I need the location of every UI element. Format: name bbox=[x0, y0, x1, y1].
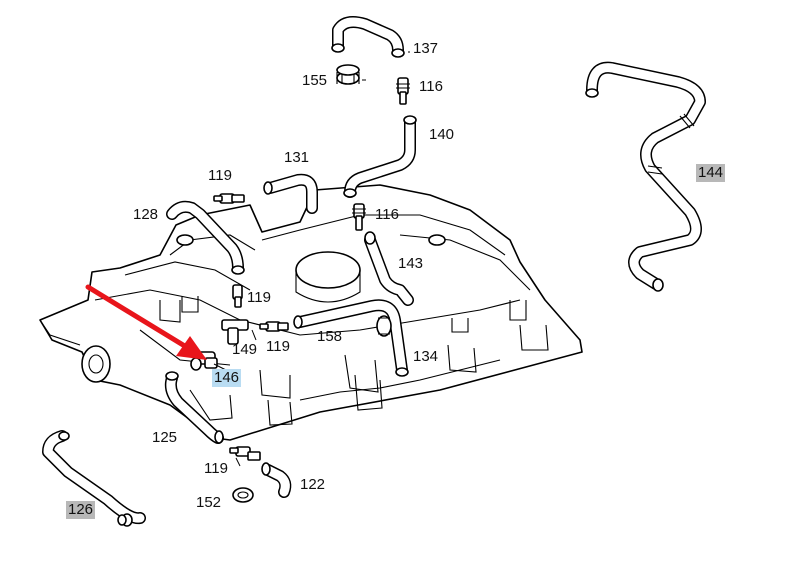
elbow-122 bbox=[261, 462, 292, 498]
hose-128 bbox=[166, 200, 245, 275]
tee-149 bbox=[221, 319, 249, 345]
label-128: 128 bbox=[133, 206, 159, 223]
label-126: 126 bbox=[66, 501, 96, 519]
label-116-top: 116 bbox=[419, 78, 443, 95]
label-116-mid: 116 bbox=[375, 206, 399, 223]
connector-119-mid bbox=[232, 284, 243, 308]
label-119-bottom: 119 bbox=[204, 460, 228, 477]
hose-144 bbox=[585, 61, 706, 292]
label-146: 146 bbox=[212, 369, 242, 387]
label-155: 155 bbox=[302, 72, 328, 89]
clamp-155 bbox=[336, 64, 360, 85]
label-140: 140 bbox=[429, 126, 455, 143]
clamp-152 bbox=[232, 487, 254, 503]
connector-116-top bbox=[396, 77, 410, 105]
label-125: 125 bbox=[152, 429, 178, 446]
label-152: 152 bbox=[196, 494, 222, 511]
label-119-right: 119 bbox=[266, 338, 290, 355]
hose-125 bbox=[164, 371, 224, 444]
connector-119-right bbox=[259, 321, 289, 332]
hose-134 bbox=[293, 299, 409, 377]
hose-143 bbox=[364, 231, 414, 306]
label-131: 131 bbox=[284, 149, 310, 166]
connector-119-bottom bbox=[229, 446, 261, 461]
label-143: 143 bbox=[398, 255, 424, 272]
label-149: 149 bbox=[232, 341, 258, 358]
label-144: 144 bbox=[696, 164, 726, 182]
hose-137 bbox=[331, 16, 405, 58]
hose-140 bbox=[343, 115, 417, 198]
clamp-158 bbox=[376, 315, 392, 337]
connector-116-mid bbox=[352, 203, 366, 231]
hose-131 bbox=[263, 173, 318, 214]
label-122: 122 bbox=[300, 476, 326, 493]
red-pointer-arrow bbox=[85, 284, 207, 360]
hose-126 bbox=[42, 430, 146, 527]
label-134: 134 bbox=[413, 348, 439, 365]
intake-manifold bbox=[39, 184, 583, 441]
connector-119-top bbox=[213, 193, 245, 204]
label-119-mid: 119 bbox=[247, 289, 271, 306]
label-119-top: 119 bbox=[208, 167, 232, 184]
label-137: 137 bbox=[413, 40, 439, 57]
label-158: 158 bbox=[317, 328, 343, 345]
